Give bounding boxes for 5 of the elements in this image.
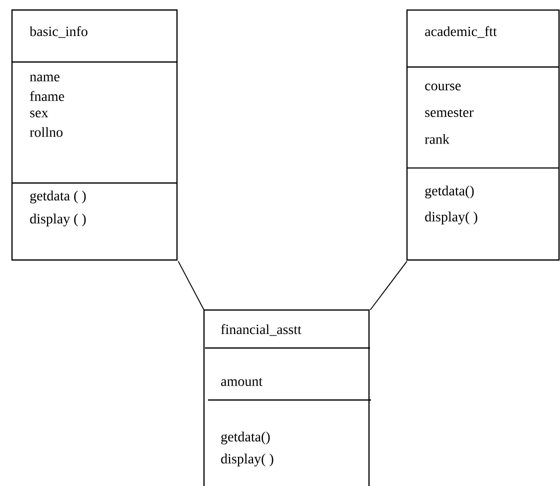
class-box: financial_asstt amount getdata() display( ) xyxy=(203,309,371,486)
class-box: academic_ftt course semester rank getdata() display( ) xyxy=(406,9,560,261)
class-box: basic_info name fname sex rollno getdata ( ) display ( ) xyxy=(11,9,178,261)
association-line xyxy=(370,260,408,310)
association-line xyxy=(178,260,204,310)
